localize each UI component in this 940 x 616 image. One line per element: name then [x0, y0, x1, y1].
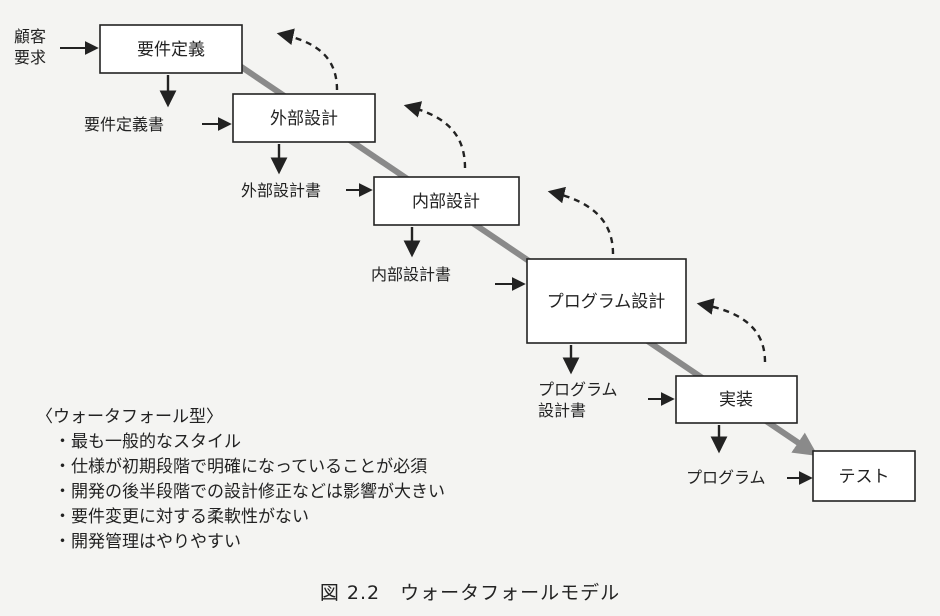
feedback-arrow-implementation-to-program	[696, 298, 767, 363]
input-label-line2: 要求	[14, 48, 46, 67]
phase-box-test	[812, 450, 916, 502]
phase-label-external-design: 外部設計	[270, 109, 338, 129]
document-label-internal-design: 内部設計書	[371, 265, 451, 284]
document-label-program-design-line2: 設計書	[538, 401, 586, 420]
document-label-program: プログラム	[686, 468, 766, 487]
phase-box-implementation	[675, 375, 798, 424]
phase-label-internal-design: 内部設計	[412, 192, 480, 212]
notes-title: 〈ウォータフォール型〉	[36, 407, 223, 427]
feedback-arrow-external-to-requirements	[276, 28, 339, 91]
note-item: ・最も一般的なスタイル	[54, 432, 241, 452]
phase-label-test: テスト	[839, 467, 890, 487]
document-label-requirements: 要件定義書	[84, 115, 164, 134]
phase-box-program-design	[526, 258, 687, 344]
phase-box-external-design	[232, 93, 376, 143]
document-label-program-design-line1: プログラム	[538, 380, 618, 399]
phase-label-requirements: 要件定義	[137, 40, 205, 60]
feedback-arrow-program-to-internal	[547, 186, 615, 255]
note-item: ・要件変更に対する柔軟性がない	[54, 507, 309, 527]
phase-label-program-design: プログラム設計	[547, 292, 666, 312]
waterfall-notes: 〈ウォータフォール型〉 ・最も一般的なスタイル ・仕様が初期段階で明確になってい…	[36, 405, 445, 555]
note-item: ・開発の後半段階での設計修正などは影響が大きい	[54, 482, 445, 502]
note-item: ・仕様が初期段階で明確になっていることが必須	[54, 457, 428, 477]
note-item: ・開発管理はやりやすい	[54, 532, 241, 552]
feedback-arrow-internal-to-external	[403, 101, 467, 169]
phase-label-implementation: 実装	[719, 390, 753, 410]
input-label-line1: 顧客	[14, 27, 46, 46]
figure-caption: 図 2.2 ウォータフォールモデル	[319, 582, 621, 604]
document-label-external-design: 外部設計書	[241, 181, 321, 200]
phase-box-internal-design	[373, 176, 520, 226]
phase-box-requirements	[99, 24, 243, 74]
